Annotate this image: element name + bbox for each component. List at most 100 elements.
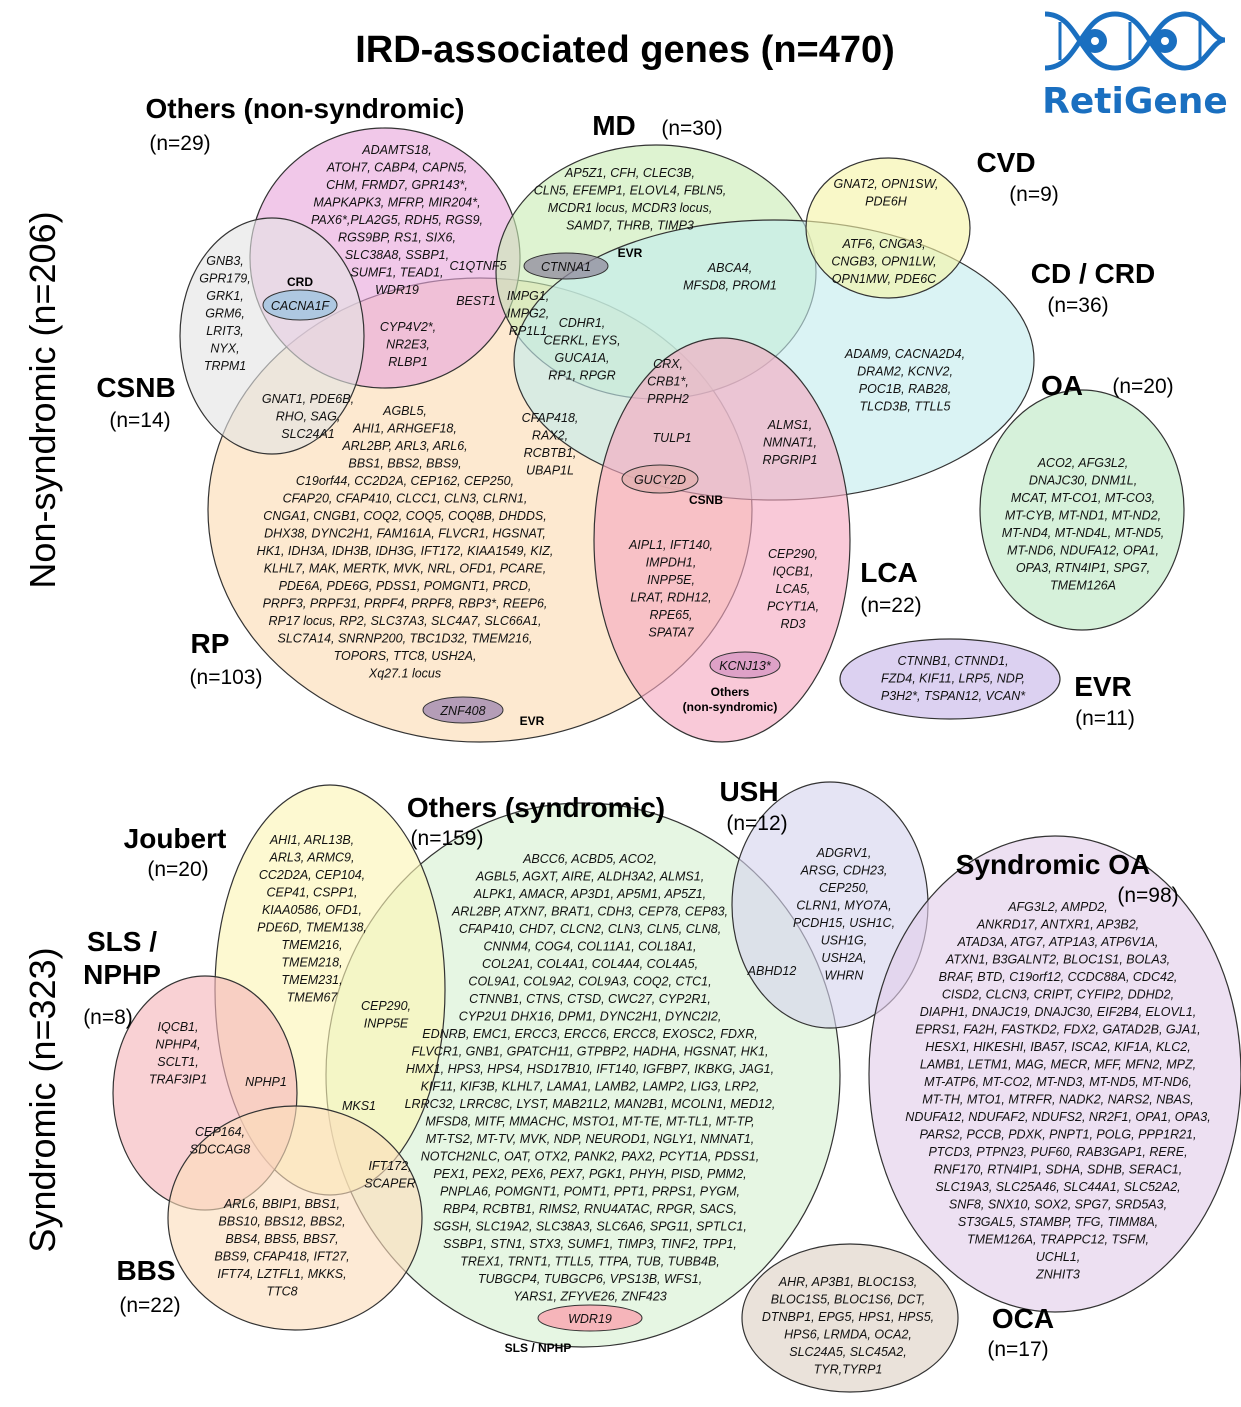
text-line: NDUFA12, NDUFAF2, NDUFS2, NR2F1, OPA1, O… (905, 1110, 1210, 1124)
text-line: CTNNB1, CTNND1, (897, 654, 1008, 668)
text-line: MT-CYB, MT-ND1, MT-ND2, (1005, 509, 1161, 523)
text-line: MT-ND6, NDUFA12, OPA1, (1007, 544, 1159, 558)
text-line: SLC7A14, SNRNP200, TBC1D32, TMEM216, (278, 632, 533, 646)
text-line: CFAP20, CFAP410, CLCC1, CLN3, CLRN1, (283, 492, 528, 506)
page-title: IRD-associated genes (n=470) (355, 29, 895, 71)
text-line: OPA3, RTN4IP1, SPG7, (1016, 561, 1150, 575)
genes-oa: ACO2, AFG3L2,DNAJC30, DNM1L,MCAT, MT-CO1… (1002, 456, 1165, 593)
text-line: IQCB1, (158, 1020, 199, 1034)
text-line: CEP290, (768, 547, 818, 561)
text-line: RGS9BP, RS1, SIX6, (338, 231, 456, 245)
text-line: MCDR1 locus, MCDR3 locus, (548, 201, 713, 215)
subset-crd-label: CRD (287, 275, 313, 289)
text-line: CYP4V2*, (380, 320, 436, 334)
text-line: COL9A1, COL9A2, COL9A3, COQ2, CTC1, (468, 975, 711, 989)
genes-rp-cd-lca: TULP1 (653, 431, 692, 445)
text-line: PDE6D, TMEM138, (257, 921, 367, 935)
genes-others-md-rp: BEST1 (456, 294, 496, 308)
text-line: RD3 (780, 617, 805, 631)
text-line: ANKRD17, ANTXR1, AP3B2, (976, 918, 1139, 932)
text-line: SLS / (87, 926, 157, 957)
genes-rp-lca: AIPL1, IFT140,IMPDH1,INPP5E,LRAT, RDH12,… (628, 538, 713, 640)
text-line: SLC19A3, SLC25A46, SLC44A1, SLC52A2, (935, 1180, 1180, 1194)
text-line: SCAPER (364, 1177, 415, 1191)
genes-others-rp: CYP4V2*,NR2E3,RLBP1 (380, 320, 436, 369)
text-line: MT-ND4, MT-ND4L, MT-ND5, (1002, 526, 1165, 540)
text-line: SDCCAG8 (190, 1143, 250, 1157)
text-line: TMEM216, (281, 938, 342, 952)
syndromic-sets (112, 781, 1241, 1393)
text-line: AGBL5, AGXT, AIRE, ALDH3A2, ALMS1, (475, 870, 704, 884)
text-line: ADAM9, CACNA2D4, (844, 347, 965, 361)
genes-sls: IQCB1,NPHP4,SCLT1,TRAF3IP1 (149, 1020, 207, 1087)
text-line: LCA5, (776, 582, 811, 596)
genes-others-ns: ADAMTS18,ATOH7, CABP4, CAPN5,CHM, FRMD7,… (311, 143, 483, 297)
text-line: TLCD3B, TTLL5 (859, 400, 950, 414)
title-oca: OCA (992, 1303, 1054, 1334)
genes-syndromic-oa: AFG3L2, AMPD2,ANKRD17, ANTXR1, AP3B2,ATA… (905, 900, 1210, 1282)
text-line: TMEM126A (1050, 579, 1116, 593)
count-joubert: (n=20) (147, 858, 208, 881)
text-line: CYP2U1 DHX16, DPM1, DYNC2H1, DYNC2I2, (459, 1010, 722, 1024)
subset-evr-rp-label: EVR (520, 714, 545, 728)
dna-eye-icon (1044, 11, 1226, 71)
text-line: RP17 locus, RP2, SLC37A3, SLC4A7, SLC66A… (268, 614, 541, 628)
text-line: ATXN1, B3GALNT2, BLOC1S1, BOLA3, (945, 953, 1170, 967)
genes-cvd-cdcrd: ATF6, CNGA3,CNGB3, OPN1LW,OPN1MW, PDE6C (831, 237, 937, 286)
text-line: TREX1, TRNT1, TTLL5, TTPA, TUB, TUBB4B, (460, 1255, 720, 1269)
genes-bbs-others: IFT172,SCAPER (364, 1159, 415, 1191)
text-line: ATAD3A, ATG7, ATP1A3, ATP6V1A, (957, 935, 1159, 949)
set-oca (741, 1243, 959, 1393)
text-line: SPATA7 (648, 626, 694, 640)
text-line: AHR, AP3B1, BLOC1S3, (778, 1275, 918, 1289)
text-line: NYX, (210, 342, 239, 356)
genes-lca: CEP290,IQCB1,LCA5,PCYT1A,RD3 (767, 547, 819, 631)
text-line: CEP250, (819, 881, 869, 895)
text-line: KIAA0586, OFD1, (262, 903, 362, 917)
text-line: TRAF3IP1 (149, 1073, 207, 1087)
text-line: SLC38A8, SSBP1, (345, 248, 449, 262)
text-line: GRK1, (206, 289, 244, 303)
text-line: SSBP1, STN1, STX3, SUMF1, TIMP3, TINF2, … (443, 1237, 737, 1251)
text-line: DHX38, DYNC2H1, FAM161A, FLVCR1, HGSNAT, (264, 527, 546, 541)
subset-crd-gene: CACNA1F (271, 299, 331, 313)
text-line: WHRN (825, 969, 865, 983)
text-line: NOTCH2NLC, OAT, OTX2, PANK2, PAX2, PCYT1… (421, 1150, 760, 1164)
retigene-logo: RetiGene (1042, 11, 1228, 122)
text-line: GPR179, (199, 272, 250, 286)
title-md: MD (592, 110, 636, 141)
count-lca: (n=22) (860, 594, 921, 617)
genes-joubert-others-bbs: MKS1 (342, 1099, 376, 1113)
side-label-non-syndromic: Non-syndromic (n=206) (22, 211, 63, 588)
text-line: PAX6*,PLA2G5, RDH5, RGS9, (311, 213, 483, 227)
count-csnb: (n=14) (109, 409, 170, 432)
text-line: LRIT3, (206, 324, 244, 338)
genes-csnb: GNB3,GPR179,GRK1,GRM6,LRIT3,NYX,TRPM1 (199, 254, 250, 373)
genes-md-rp: IMPG1,IMPG2,RP1L1 (507, 289, 549, 338)
text-line: TMEM126A, TRAPPC12, TSFM, (967, 1233, 1149, 1247)
text-line: COL2A1, COL4A1, COL4A4, COL4A5, (482, 957, 698, 971)
text-line: BBS4, BBS5, BBS7, (225, 1232, 338, 1246)
text-line: AHI1, ARL13B, (269, 833, 354, 847)
text-line: UBAP1L (526, 464, 574, 478)
text-line: CRB1*, (647, 375, 689, 389)
text-line: RPE65, (649, 608, 692, 622)
title-csnb: CSNB (96, 372, 175, 403)
text-line: NMNAT1, (763, 436, 817, 450)
text-line: GNAT2, OPN1SW, (834, 177, 939, 191)
text-line: ADAMTS18, (361, 143, 431, 157)
subset-sls-others-gene: WDR19 (568, 1312, 612, 1326)
set-cvd (805, 157, 971, 299)
text-line: DIAPH1, DNAJC19, DNAJC30, EIF2B4, ELOVL1… (920, 1005, 1197, 1019)
subset-csnb-lca-gene: GUCY2D (634, 473, 686, 487)
count-others-ns: (n=29) (149, 132, 210, 155)
text-line: IMPDH1, (646, 556, 697, 570)
title-cdcrd: CD / CRD (1031, 258, 1155, 289)
text-line: PARS2, PCCB, PDXK, PNPT1, POLG, PPP1R21, (920, 1128, 1197, 1142)
text-line: (non-syndromic) (683, 700, 778, 714)
genes-sls-joubert: NPHP1 (245, 1075, 287, 1089)
subset-evr-md-gene: CTNNA1 (541, 260, 591, 274)
genes-md: AP5Z1, CFH, CLEC3B,CLN5, EFEMP1, ELOVL4,… (534, 166, 726, 233)
text-line: UCHL1, (1036, 1250, 1080, 1264)
text-line: RP1L1 (509, 324, 547, 338)
